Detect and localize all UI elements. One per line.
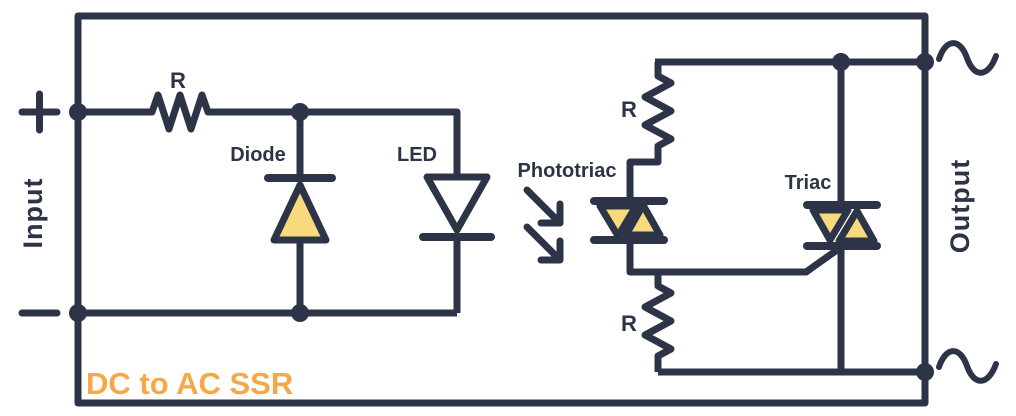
ac-sine-icon <box>936 40 999 76</box>
input-terminals: Input <box>18 90 61 317</box>
input-resistor-label: R <box>170 68 186 93</box>
diode-triangle <box>270 181 330 244</box>
junction-dot <box>291 304 309 322</box>
upper-resistor-label: R <box>621 97 637 122</box>
light-arrow-icon <box>523 223 564 264</box>
phototriac-label: Phototriac <box>518 160 617 182</box>
diagram-caption: DC to AC SSR <box>86 366 293 401</box>
junction-dot <box>832 53 850 71</box>
input-label: Input <box>18 178 48 249</box>
junction-dot <box>916 363 934 381</box>
triac-label: Triac <box>785 172 832 194</box>
triac-symbol <box>803 201 881 250</box>
led-triangle <box>423 173 491 234</box>
plus-icon <box>18 90 61 134</box>
lower-resistor-label: R <box>621 311 637 336</box>
led-symbol <box>419 173 495 313</box>
diode-label: Diode <box>230 144 286 166</box>
triac-triangle-up <box>835 207 878 245</box>
ac-sine-icon <box>936 348 999 384</box>
junction-dot <box>291 103 309 121</box>
led-label: LED <box>397 144 437 166</box>
diode-symbol <box>264 112 336 313</box>
phototriac-triangle-up <box>622 201 664 239</box>
junction-dot <box>69 103 87 121</box>
junction-dot <box>916 53 934 71</box>
input-circuit: R Diode LED <box>69 68 495 322</box>
ssr-enclosure-border <box>74 12 929 407</box>
phototriac-symbol <box>590 197 668 244</box>
phototriac-triangle-down <box>596 202 640 240</box>
triac-gate-wire <box>626 240 840 276</box>
lower-resistor <box>641 272 675 372</box>
triac-triangle-down <box>809 206 852 244</box>
light-arrow-icon <box>523 186 564 227</box>
junction-dot <box>69 304 87 322</box>
upper-resistor <box>626 62 675 201</box>
output-rails: Output <box>655 40 999 384</box>
triac-branch: Triac <box>785 62 881 372</box>
output-label: Output <box>945 159 975 253</box>
phototriac-branch: Phototriac R R <box>518 62 840 372</box>
